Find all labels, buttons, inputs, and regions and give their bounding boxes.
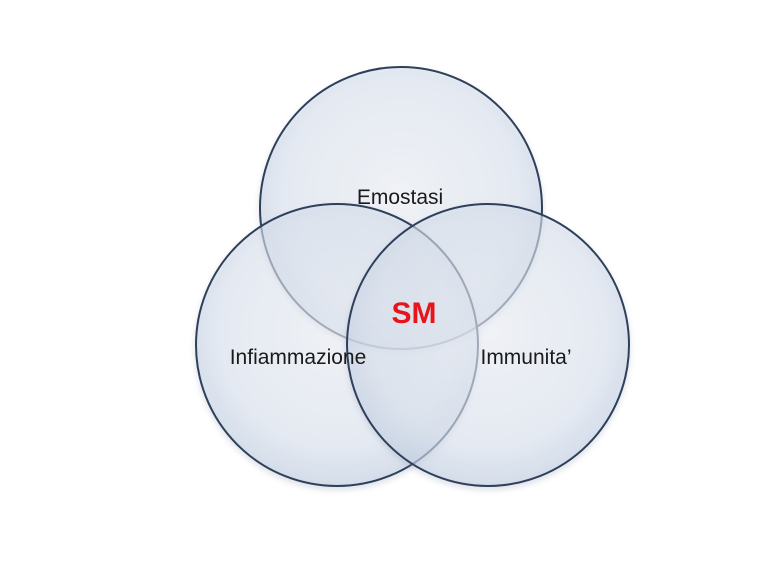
circle-label-right: Immunita’ [480, 346, 571, 369]
circle-label-top: Emostasi [357, 186, 443, 209]
circles-layer [195, 66, 630, 487]
center-label: SM [392, 297, 437, 330]
circle-right [346, 203, 630, 487]
circle-label-left: Infiammazione [230, 346, 367, 369]
